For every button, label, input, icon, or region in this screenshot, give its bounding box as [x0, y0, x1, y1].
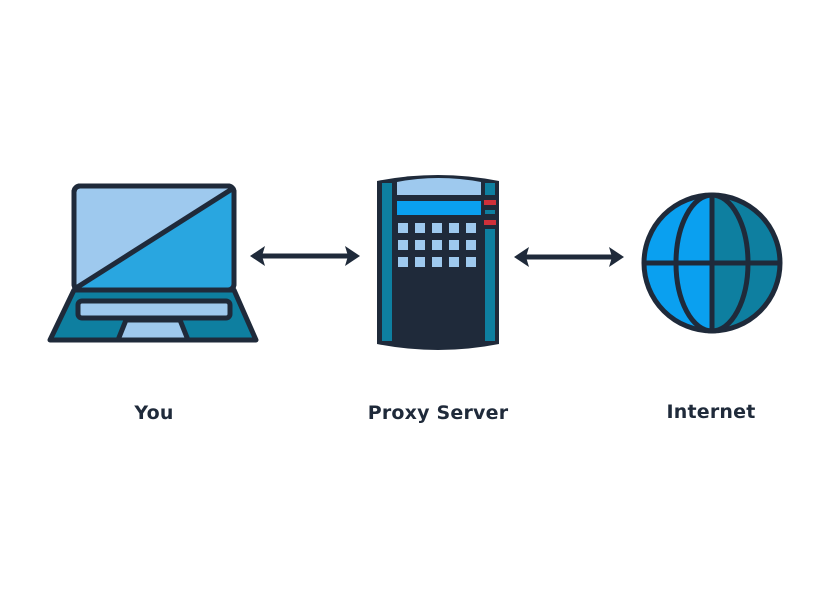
node-label-proxy-server: Proxy Server: [367, 402, 509, 424]
server-keypad: [398, 223, 476, 267]
node-label-you: You: [134, 402, 174, 424]
laptop-icon: [47, 183, 259, 343]
bidirectional-arrow-proxy-internet: [514, 247, 624, 267]
globe-icon: [641, 192, 783, 334]
bidirectional-arrow-you-proxy: [250, 246, 360, 266]
node-label-internet: Internet: [666, 401, 756, 423]
server-icon: [377, 175, 499, 350]
